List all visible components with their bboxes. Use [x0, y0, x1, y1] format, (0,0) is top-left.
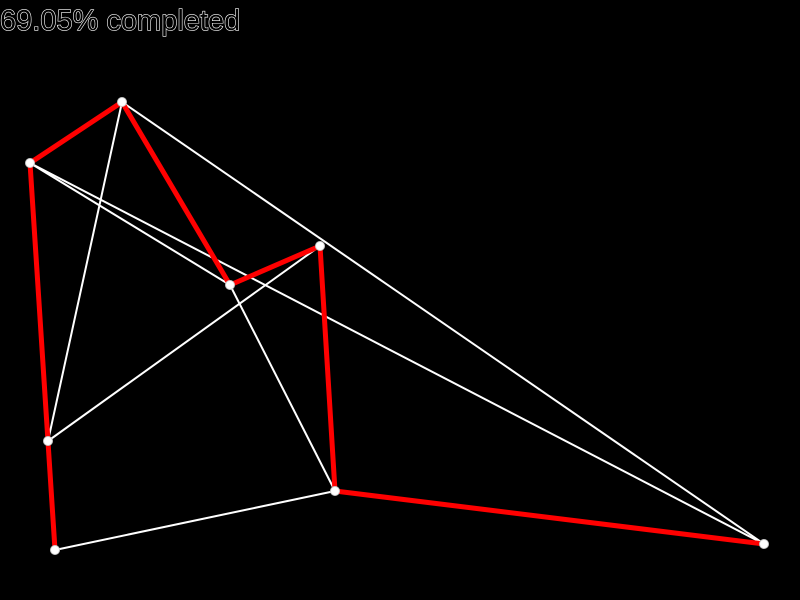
- graph-node-b[interactable]: [25, 158, 35, 168]
- graph-node-h[interactable]: [759, 539, 769, 549]
- graph-edge-d-e: [47, 245, 321, 442]
- graph-node-a[interactable]: [117, 97, 127, 107]
- graph-node-f[interactable]: [50, 545, 60, 555]
- graph-node-g[interactable]: [330, 486, 340, 496]
- graph-edge-a-e: [47, 101, 123, 442]
- graph-edge-b-h: [29, 162, 765, 545]
- graph-edge-f-g: [54, 490, 336, 551]
- graph-node-c[interactable]: [225, 280, 235, 290]
- graph-edge-c-g: [229, 284, 336, 492]
- nodes-layer: [25, 97, 769, 555]
- graph-node-d[interactable]: [315, 241, 325, 251]
- graph-node-e[interactable]: [43, 436, 53, 446]
- graph-edge-b-c: [29, 162, 231, 286]
- progress-text: 69.05% completed: [0, 5, 240, 37]
- graph-edge-a-h: [121, 101, 765, 545]
